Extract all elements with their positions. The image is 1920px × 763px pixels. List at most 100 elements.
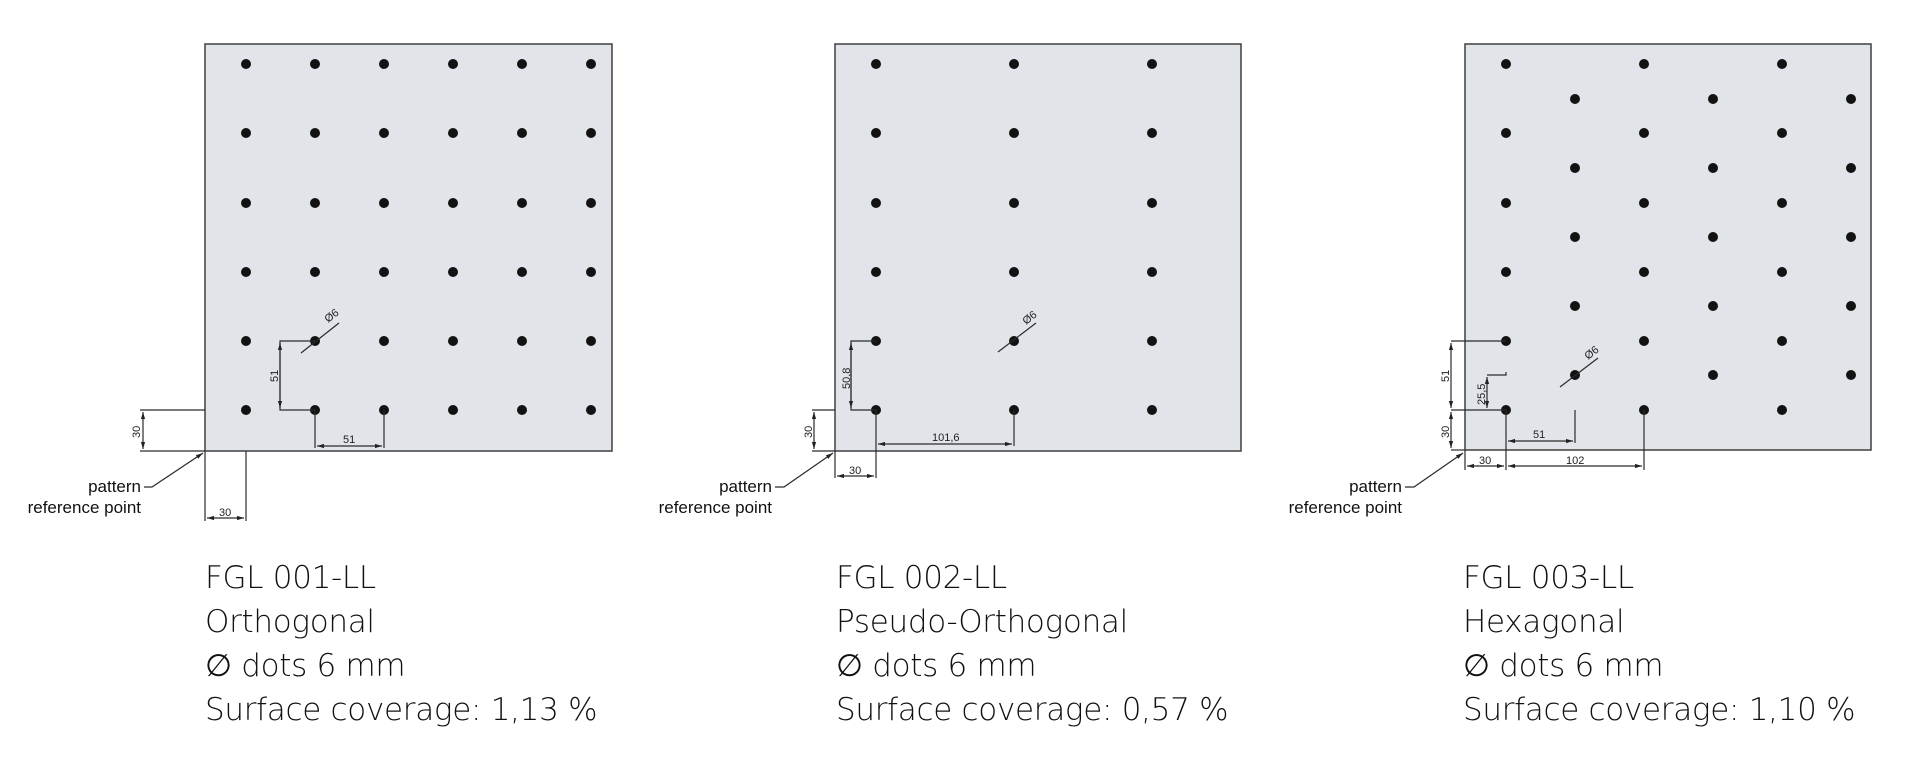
offset-y-label: 30 <box>131 426 143 438</box>
caption-orthogonal: FGL 001-LL Orthogonal ∅ dots 6 mm Surfac… <box>205 556 598 732</box>
panel-orthogonal: Ø6 51 51 30 30 pattern reference point <box>28 43 613 521</box>
caption-pseudo-orthogonal: FGL 002-LL Pseudo-Orthogonal ∅ dots 6 mm… <box>836 556 1229 732</box>
dot <box>1501 128 1511 138</box>
dot <box>1147 267 1157 277</box>
dot <box>241 198 251 208</box>
dot <box>310 128 320 138</box>
dot <box>379 59 389 69</box>
dot <box>448 405 458 415</box>
dot-diameter: ∅ dots 6 mm <box>205 648 406 684</box>
pattern-name: Hexagonal <box>1463 604 1625 640</box>
half-pitch-y-label: 25,5 <box>1476 384 1488 405</box>
dot-grid <box>241 59 596 415</box>
dot <box>1777 59 1787 69</box>
dot <box>1708 163 1718 173</box>
pitch-y-label: 51 <box>1440 370 1452 382</box>
dot <box>310 267 320 277</box>
dot <box>379 267 389 277</box>
offset-y-label: 30 <box>1440 426 1452 438</box>
dot <box>1570 163 1580 173</box>
diameter-leader <box>1559 357 1599 388</box>
dot <box>1639 336 1649 346</box>
offset-x-label: 30 <box>849 465 861 477</box>
pattern-name: Orthogonal <box>205 604 375 640</box>
dot-diameter: ∅ dots 6 mm <box>836 648 1037 684</box>
dot <box>517 59 527 69</box>
dot <box>1777 198 1787 208</box>
dot <box>586 198 596 208</box>
dot <box>448 198 458 208</box>
dot <box>871 59 881 69</box>
dot <box>517 198 527 208</box>
dot <box>241 405 251 415</box>
dot <box>448 336 458 346</box>
reference-label-line1: pattern <box>719 477 772 496</box>
surface-coverage: Surface coverage: 0,57 % <box>836 692 1229 728</box>
pattern-code: FGL 002-LL <box>836 560 1007 596</box>
dot <box>1147 405 1157 415</box>
pitch-y-label: 50,8 <box>841 368 853 389</box>
caption-hexagonal: FGL 003-LL Hexagonal ∅ dots 6 mm Surface… <box>1463 556 1856 732</box>
dot <box>1009 128 1019 138</box>
reference-label-line2: reference point <box>1289 498 1403 517</box>
dot <box>1639 128 1649 138</box>
diameter-leader <box>997 322 1037 353</box>
dot <box>517 267 527 277</box>
dot <box>871 267 881 277</box>
dot <box>1009 267 1019 277</box>
dot <box>379 198 389 208</box>
reference-leader <box>144 452 204 488</box>
dot <box>871 128 881 138</box>
offset-y-label: 30 <box>803 426 815 438</box>
panel-sheet <box>1464 43 1872 451</box>
offset-x-label: 30 <box>219 507 231 519</box>
dot <box>1639 198 1649 208</box>
dot <box>1501 267 1511 277</box>
dot <box>1147 336 1157 346</box>
surface-coverage: Surface coverage: 1,10 % <box>1463 692 1856 728</box>
dot <box>1777 336 1787 346</box>
pitch-x-label: 101,6 <box>932 432 960 444</box>
offset-x-label: 30 <box>1479 455 1491 467</box>
dot <box>1570 94 1580 104</box>
dot <box>448 267 458 277</box>
pattern-code: FGL 001-LL <box>205 560 376 596</box>
dot-diameter: ∅ dots 6 mm <box>1463 648 1664 684</box>
dot <box>241 128 251 138</box>
diameter-leader <box>300 322 340 354</box>
dot-grid <box>1501 59 1856 415</box>
dot <box>586 59 596 69</box>
dot <box>517 128 527 138</box>
dot <box>1639 59 1649 69</box>
reference-label-line1: pattern <box>88 477 141 496</box>
panel-sheet <box>834 43 1242 452</box>
dot <box>310 59 320 69</box>
dot <box>241 59 251 69</box>
dot <box>1846 370 1856 380</box>
dot <box>586 267 596 277</box>
dot <box>1639 267 1649 277</box>
pattern-name: Pseudo-Orthogonal <box>836 604 1128 640</box>
dot <box>448 59 458 69</box>
pattern-code: FGL 003-LL <box>1463 560 1634 596</box>
dot <box>1147 128 1157 138</box>
half-pitch-x-label: 51 <box>1533 429 1545 441</box>
dot <box>310 198 320 208</box>
dot <box>1846 301 1856 311</box>
panel-sheet <box>204 43 613 452</box>
dot <box>448 128 458 138</box>
dot <box>871 198 881 208</box>
pitch-y-label: 51 <box>269 370 281 382</box>
reference-leader <box>775 452 834 488</box>
dot <box>241 336 251 346</box>
dot <box>1846 94 1856 104</box>
panel-hexagonal: Ø6 51 30 25,5 51 30 102 pattern referenc… <box>1289 43 1872 517</box>
reference-label-line2: reference point <box>659 498 773 517</box>
panel-pseudo-orthogonal: Ø6 50,8 101,6 30 30 pattern reference po… <box>659 43 1242 517</box>
reference-label-line2: reference point <box>28 498 142 517</box>
dot <box>586 405 596 415</box>
dot <box>517 336 527 346</box>
dot <box>1777 267 1787 277</box>
dot <box>1846 232 1856 242</box>
dot <box>586 128 596 138</box>
